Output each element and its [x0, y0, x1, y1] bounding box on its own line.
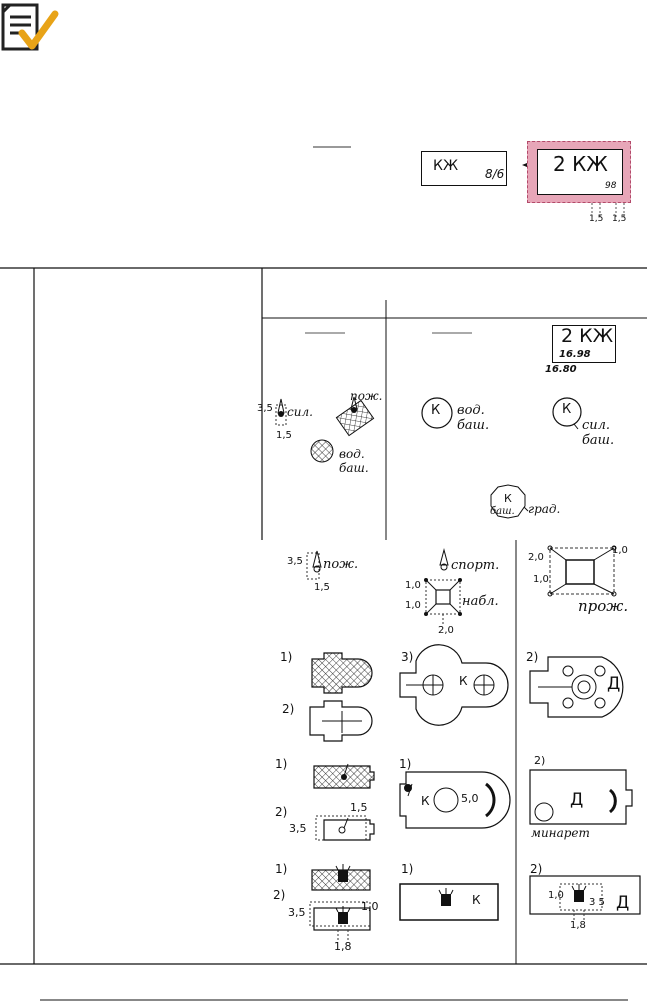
- row3-col4-letter: Д: [607, 674, 621, 694]
- row2-col3-dim-a: 1,0: [405, 580, 421, 591]
- row1-col2-gray-rule: [305, 332, 345, 334]
- row5-col4-dim-c: 1,8: [570, 920, 586, 931]
- row1-upper-mark: 16.98: [559, 349, 591, 360]
- row1-sil-circle-letter: К: [562, 402, 572, 417]
- row4-col2-dim-a: 1,5: [350, 801, 368, 814]
- row5-col2-dim-a: 3,5: [288, 906, 306, 919]
- row1-col3-vod1: вод.: [457, 403, 485, 418]
- row1-grad-word: баш.: [490, 506, 515, 517]
- row4-col3-n: 1): [399, 757, 412, 771]
- row2-col2-dim-v: 1,5: [314, 582, 330, 593]
- row2-col2-symbol: [306, 550, 322, 580]
- row5-col2-symbols: [309, 864, 371, 940]
- dim-left-label: 1,5: [589, 214, 604, 224]
- row1-col3-vod2: баш.: [457, 418, 490, 433]
- row1-grad-label: град.: [528, 502, 561, 516]
- row4-col2-dim-b: 3,5: [289, 822, 307, 835]
- row1-grad-letter: К: [504, 492, 512, 505]
- highlight-building-box: [537, 149, 623, 195]
- row4-col2-n2: 2): [275, 805, 288, 819]
- row2-col4-label: прож.: [578, 597, 629, 615]
- row5-col3-symbol: [399, 883, 499, 921]
- row5-col4-symbol: [529, 875, 641, 920]
- row4-col3-value: 5,0: [461, 792, 479, 805]
- row1-col3-sil2: баш.: [582, 433, 615, 448]
- row2-col3-label2: набл.: [462, 594, 499, 609]
- row5-col4-dim-b: 3 5: [589, 897, 605, 908]
- row5-col2-n1: 1): [275, 862, 288, 876]
- row1-col2-vod2: баш.: [339, 461, 369, 475]
- row2-col2-label: пож.: [323, 557, 359, 572]
- row1-col2-sil: сил.: [287, 405, 313, 419]
- row5-col4-dim-a: 1,0: [548, 890, 564, 901]
- row1-building-box: [552, 325, 616, 363]
- row1-col2-dim-h: 3,5: [257, 403, 273, 414]
- row4-col2-symbols: [313, 763, 375, 841]
- highlight-building-label: 2 КЖ: [553, 152, 608, 176]
- row4-col4-n: 2): [534, 754, 546, 767]
- row4-col3-symbol: [399, 771, 511, 829]
- row1-col2-pozh: пож.: [350, 389, 383, 403]
- row3-col4-symbol: [529, 656, 624, 718]
- row2-col4-symbol: [547, 545, 617, 597]
- row1-col3-gray-rule: [432, 332, 472, 334]
- row2-col3-symbol: [424, 548, 462, 625]
- row4-col2-n1: 1): [275, 757, 288, 771]
- row1-building-label: 2 КЖ: [561, 325, 614, 347]
- row4-col3-letter: К: [421, 794, 430, 808]
- row3-col3-letter: К: [459, 674, 468, 688]
- row5-col4-n: 2): [530, 862, 543, 876]
- row3-col2-symbols: [309, 652, 373, 742]
- dim-right-label: 1,5: [612, 214, 627, 224]
- row3-col2-n1: 1): [280, 650, 293, 664]
- row3-col2-n2: 2): [282, 702, 295, 716]
- row5-col2-dim-c: 1,8: [334, 940, 352, 953]
- highlight-building-number: 98: [605, 181, 617, 191]
- document-checkmark-icon: [0, 0, 62, 58]
- row2-col3-dim-b: 1,0: [405, 600, 421, 611]
- row1-col2-dim-v: 1,5: [276, 430, 292, 441]
- plain-building-label: КЖ: [433, 158, 459, 174]
- row2-col4-dim-a: 2,0: [528, 552, 544, 563]
- row2-col3-dim-c: 2,0: [438, 625, 454, 636]
- row2-col4-dim-b: 1,0: [612, 545, 628, 556]
- row4-col4-symbol: [529, 769, 633, 825]
- row3-col3-n: 3): [401, 650, 414, 664]
- row2-col3-label1: спорт.: [451, 558, 500, 573]
- row1-col2-symbols: [275, 396, 375, 463]
- row5-col3-n: 1): [401, 862, 414, 876]
- row3-col4-n: 2): [526, 650, 539, 664]
- row4-col4-label: минарет: [531, 826, 590, 840]
- row1-col2-vod1: вод.: [339, 447, 365, 461]
- row5-col4-letter: Д: [616, 893, 630, 913]
- plain-building-box: [421, 151, 507, 186]
- row1-col3-symbols: [421, 397, 582, 519]
- row2-col4-dim-c: 1,0: [533, 574, 549, 585]
- row5-col2-n2: 2): [273, 888, 286, 902]
- row2-col2-dim-h: 3,5: [287, 556, 303, 567]
- row5-col3-letter: К: [472, 893, 481, 907]
- row1-vod-circle-letter: К: [431, 403, 441, 418]
- row3-col3-symbol: [399, 644, 509, 726]
- plain-building-fraction: 8/6: [485, 167, 505, 181]
- top-gray-rule: [313, 146, 351, 148]
- row4-col4-letter: Д: [570, 790, 584, 810]
- row5-col2-dim-b: 1,0: [361, 900, 379, 913]
- row1-col3-sil1: сил.: [582, 418, 611, 433]
- row1-lower-mark: 16.80: [545, 364, 577, 375]
